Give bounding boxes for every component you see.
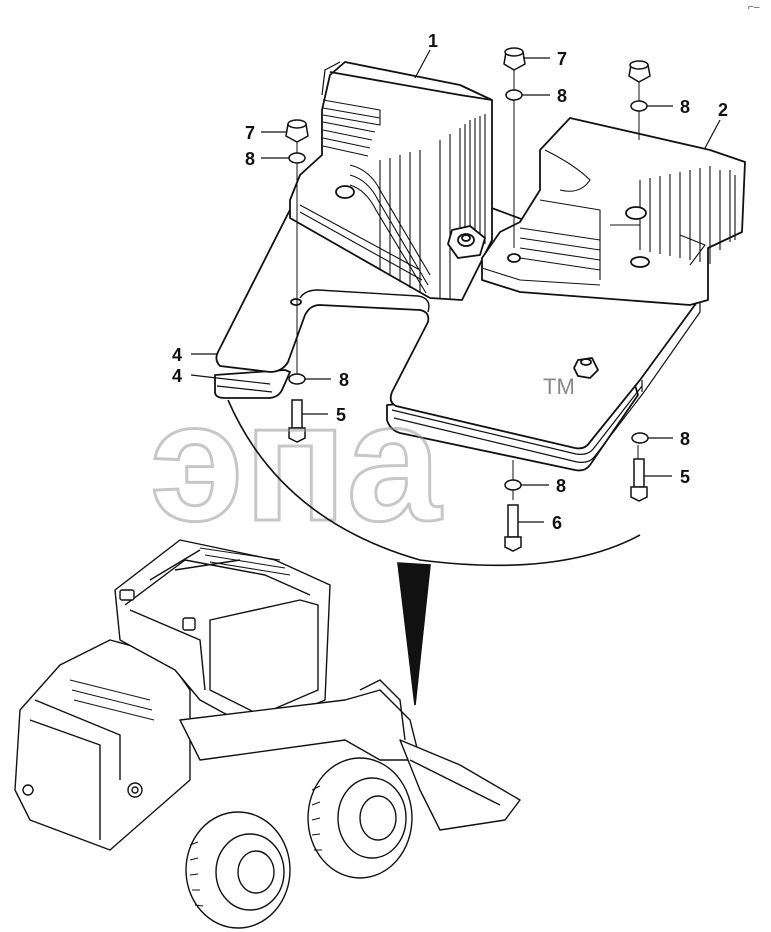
callout-7-middle: 7 [557, 49, 567, 69]
callout-5-left: 5 [336, 405, 346, 425]
callout-7-left: 7 [245, 123, 255, 143]
nut-7-middle [503, 47, 526, 71]
skid-steer-loader [14, 539, 521, 929]
callout-4-lower: 4 [172, 366, 182, 386]
callout-leaders [190, 49, 721, 523]
bolt-6 [504, 504, 522, 552]
callout-5-right: 5 [680, 467, 690, 487]
washer-8-middle-bottom [504, 479, 522, 491]
callout-8-right-top: 8 [680, 97, 690, 117]
nut-7-left [285, 119, 309, 143]
callout-labels: 1 2 4 4 5 5 6 7 7 8 8 8 8 8 8 [172, 31, 728, 533]
bolt-5-left [288, 399, 306, 443]
detail-arc [227, 399, 641, 567]
callout-8-middle-bottom: 8 [556, 476, 566, 496]
callout-4-upper: 4 [172, 345, 182, 365]
callout-1: 1 [428, 31, 438, 51]
washer-8-middle-top [505, 89, 523, 101]
bolt-5-right [630, 458, 648, 502]
watermark-text: эпа [150, 367, 443, 557]
trademark-mark: TM [543, 374, 575, 399]
callout-6: 6 [552, 513, 562, 533]
nut-right [628, 60, 651, 83]
center-nut [447, 225, 486, 259]
washer-8-right-top [630, 100, 648, 112]
callout-8-left-bottom: 8 [339, 370, 349, 390]
corner-mark: ⌐– [748, 2, 760, 13]
washer-8-right-bottom [631, 432, 649, 444]
weight-stack-1 [289, 61, 493, 301]
callout-2: 2 [718, 100, 728, 120]
weight-assembly [214, 61, 746, 472]
callout-8-left-top: 8 [245, 149, 255, 169]
callout-8-middle-top: 8 [557, 86, 567, 106]
detail-pointer-wedge [397, 562, 431, 706]
weight-stack-2 [481, 117, 746, 306]
callout-8-right-bottom: 8 [680, 429, 690, 449]
plate-nut-right [573, 357, 599, 379]
detail-callout [227, 399, 641, 706]
watermark: эпа TM [149, 366, 575, 559]
washer-8-left-top [288, 152, 306, 164]
